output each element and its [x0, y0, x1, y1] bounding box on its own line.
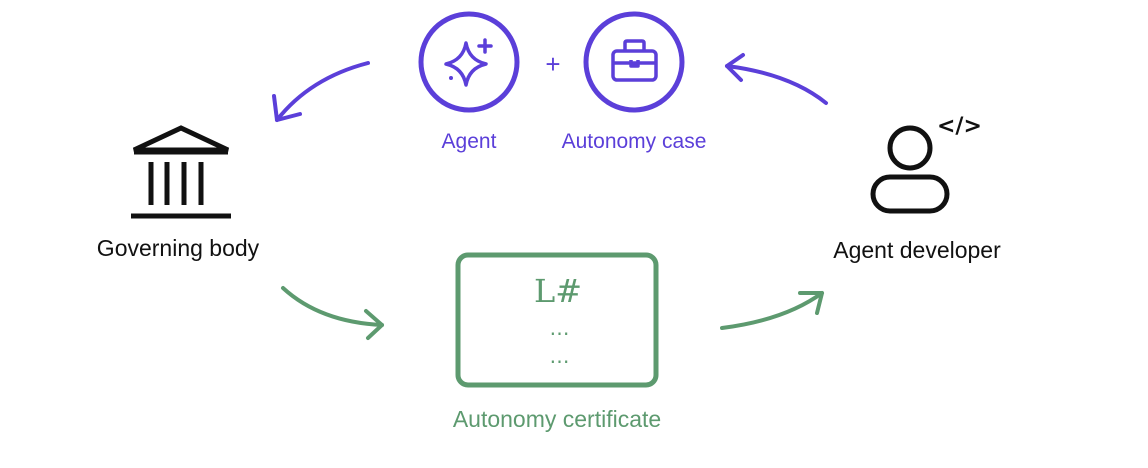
autonomy-case-node — [583, 11, 685, 113]
developer-person-icon — [870, 125, 950, 214]
arrow-to-certificate — [281, 286, 384, 340]
code-tag-icon: </> — [937, 114, 982, 139]
governing-body-label: Governing body — [96, 235, 260, 261]
agent-developer-label: Agent developer — [833, 237, 1001, 263]
institution-building-icon — [131, 125, 231, 219]
certificate-line-2: … — [549, 344, 571, 368]
agent-node — [418, 11, 520, 113]
autonomy-certificate-box — [455, 252, 659, 388]
autonomy-certificate-label: Autonomy certificate — [452, 406, 662, 432]
briefcase-icon — [611, 39, 658, 82]
arrow-from-agent-developer — [725, 53, 828, 105]
arrow-to-governing-body — [272, 61, 370, 122]
arrow-to-agent-developer — [720, 291, 824, 330]
autonomy-case-label: Autonomy case — [561, 130, 707, 153]
certificate-level: L# — [533, 272, 583, 310]
certificate-line-1: … — [549, 316, 571, 340]
plus-sign: + — [545, 49, 561, 79]
agent-label: Agent — [441, 130, 497, 153]
sparkles-icon — [444, 38, 493, 87]
